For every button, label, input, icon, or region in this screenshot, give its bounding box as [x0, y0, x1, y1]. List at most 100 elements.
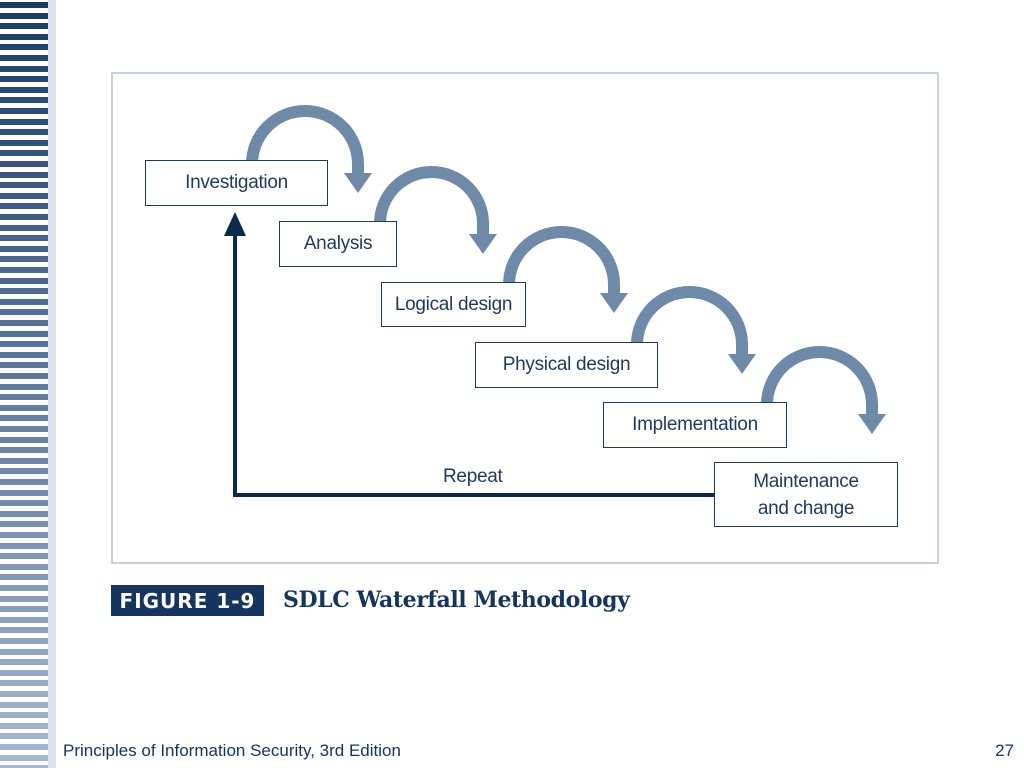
decorative-stripe: [0, 267, 48, 273]
decorative-stripe: [0, 65, 48, 72]
decorative-stripe: [0, 606, 48, 613]
decorative-stripe: [0, 192, 48, 199]
decorative-stripe: [0, 341, 48, 348]
decorative-stripe: [0, 574, 48, 581]
curved-flow-arrow: [761, 346, 878, 435]
stage-implementation: Implementation: [603, 402, 787, 448]
repeat-label: Repeat: [443, 466, 503, 487]
decorative-stripe: [0, 182, 48, 189]
repeat-loop-arrow: [224, 212, 716, 497]
down-arrowhead-icon: [344, 173, 372, 193]
decorative-stripe: [0, 373, 48, 379]
page-number: 27: [995, 741, 1014, 760]
decorative-stripe: [0, 627, 48, 634]
decorative-stripe: [0, 309, 48, 316]
repeat-arrowhead-icon: [224, 212, 246, 236]
decorative-stripe: [0, 542, 48, 549]
decorative-stripe: [0, 362, 48, 369]
decorative-stripe: [0, 161, 48, 167]
decorative-stripe: [0, 139, 48, 146]
decorative-stripe: [0, 351, 48, 358]
stage-investigation: Investigation: [145, 160, 328, 206]
footer-title: Principles of Information Security, 3rd …: [63, 741, 401, 760]
decorative-stripe: [0, 214, 48, 220]
decorative-stripe: [0, 563, 48, 570]
decorative-stripe: [0, 415, 48, 422]
decorative-stripe: [0, 722, 48, 729]
decorative-stripe: [0, 404, 48, 411]
decorative-stripe: [0, 426, 48, 432]
decorative-stripe: [0, 383, 48, 390]
curved-flow-arrow: [246, 105, 364, 194]
decorative-stripe: [0, 744, 48, 750]
decorative-stripe: [0, 489, 48, 496]
decorative-stripe: [0, 701, 48, 708]
decorative-stripe: [0, 129, 48, 136]
stage-logical-design: Logical design: [381, 282, 526, 327]
decorative-stripe: [0, 532, 48, 538]
decorative-stripe: [0, 595, 48, 602]
decorative-stripe: [0, 500, 48, 507]
decorative-stripe: [0, 680, 48, 687]
decorative-stripe: [0, 171, 48, 178]
figure-tag: FIGURE 1-9: [111, 585, 264, 616]
stage-physical-design: Physical design: [475, 342, 658, 388]
decorative-stripe: [0, 118, 48, 125]
decorative-stripe: [0, 733, 48, 740]
decorative-stripe: [0, 521, 48, 528]
figure-caption: SDLC Waterfall Methodology: [283, 587, 630, 613]
decorative-stripe: [0, 150, 48, 157]
decorative-stripe: [0, 510, 48, 517]
curved-flow-arrow: [374, 166, 489, 254]
decorative-stripe: [0, 235, 48, 242]
curved-flow-arrow: [503, 226, 620, 315]
decorative-stripe: [0, 457, 48, 464]
decorative-stripe: [0, 203, 48, 210]
decorative-stripe: [0, 669, 48, 676]
down-arrowhead-icon: [728, 354, 756, 374]
decorative-stripe: [0, 616, 48, 623]
decorative-stripe: [0, 23, 48, 30]
decorative-stripe: [0, 330, 48, 337]
decorative-stripe: [0, 553, 48, 560]
down-arrowhead-icon: [600, 293, 628, 313]
decorative-stripe: [0, 648, 48, 655]
decorative-stripe: [0, 277, 48, 284]
decorative-stripe: [0, 394, 48, 401]
down-arrowhead-icon: [469, 234, 497, 254]
decorative-stripe: [0, 97, 48, 104]
decorative-stripe: [0, 12, 48, 19]
decorative-stripe: [0, 468, 48, 475]
decorative-stripe: [0, 33, 48, 40]
decorative-stripe: [0, 638, 48, 644]
decorative-stripe: [0, 256, 48, 263]
curved-flow-arrow: [631, 286, 748, 375]
curved-arrows-group: [246, 105, 886, 435]
decorative-stripe: [0, 712, 48, 719]
decorative-stripe: [0, 691, 48, 697]
decorative-stripe: [0, 86, 48, 93]
decorative-stripe: [0, 245, 48, 252]
decorative-stripe: [0, 754, 48, 761]
down-arrowhead-icon: [858, 414, 886, 434]
decorative-stripe: [0, 436, 48, 443]
decorative-stripe: [0, 44, 48, 51]
decorative-stripe: [0, 447, 48, 454]
decorative-stripe: [0, 224, 48, 231]
decorative-stripe: [0, 585, 48, 591]
decorative-stripe: [0, 320, 48, 326]
decorative-stripe: [0, 55, 48, 61]
decorative-stripe: [0, 288, 48, 295]
decorative-stripe: [0, 108, 48, 114]
stage-analysis: Analysis: [279, 221, 397, 267]
decorative-stripe: [0, 479, 48, 485]
stage-maintenance-and-change: Maintenance and change: [714, 462, 898, 527]
decorative-stripe: [0, 659, 48, 666]
decorative-stripe: [0, 76, 48, 83]
decorative-stripe: [0, 2, 48, 8]
decorative-stripe: [0, 298, 48, 305]
decorative-stripe: [0, 765, 48, 768]
stripe-edge-divider: [48, 0, 56, 768]
decorative-stripes: [0, 0, 48, 768]
